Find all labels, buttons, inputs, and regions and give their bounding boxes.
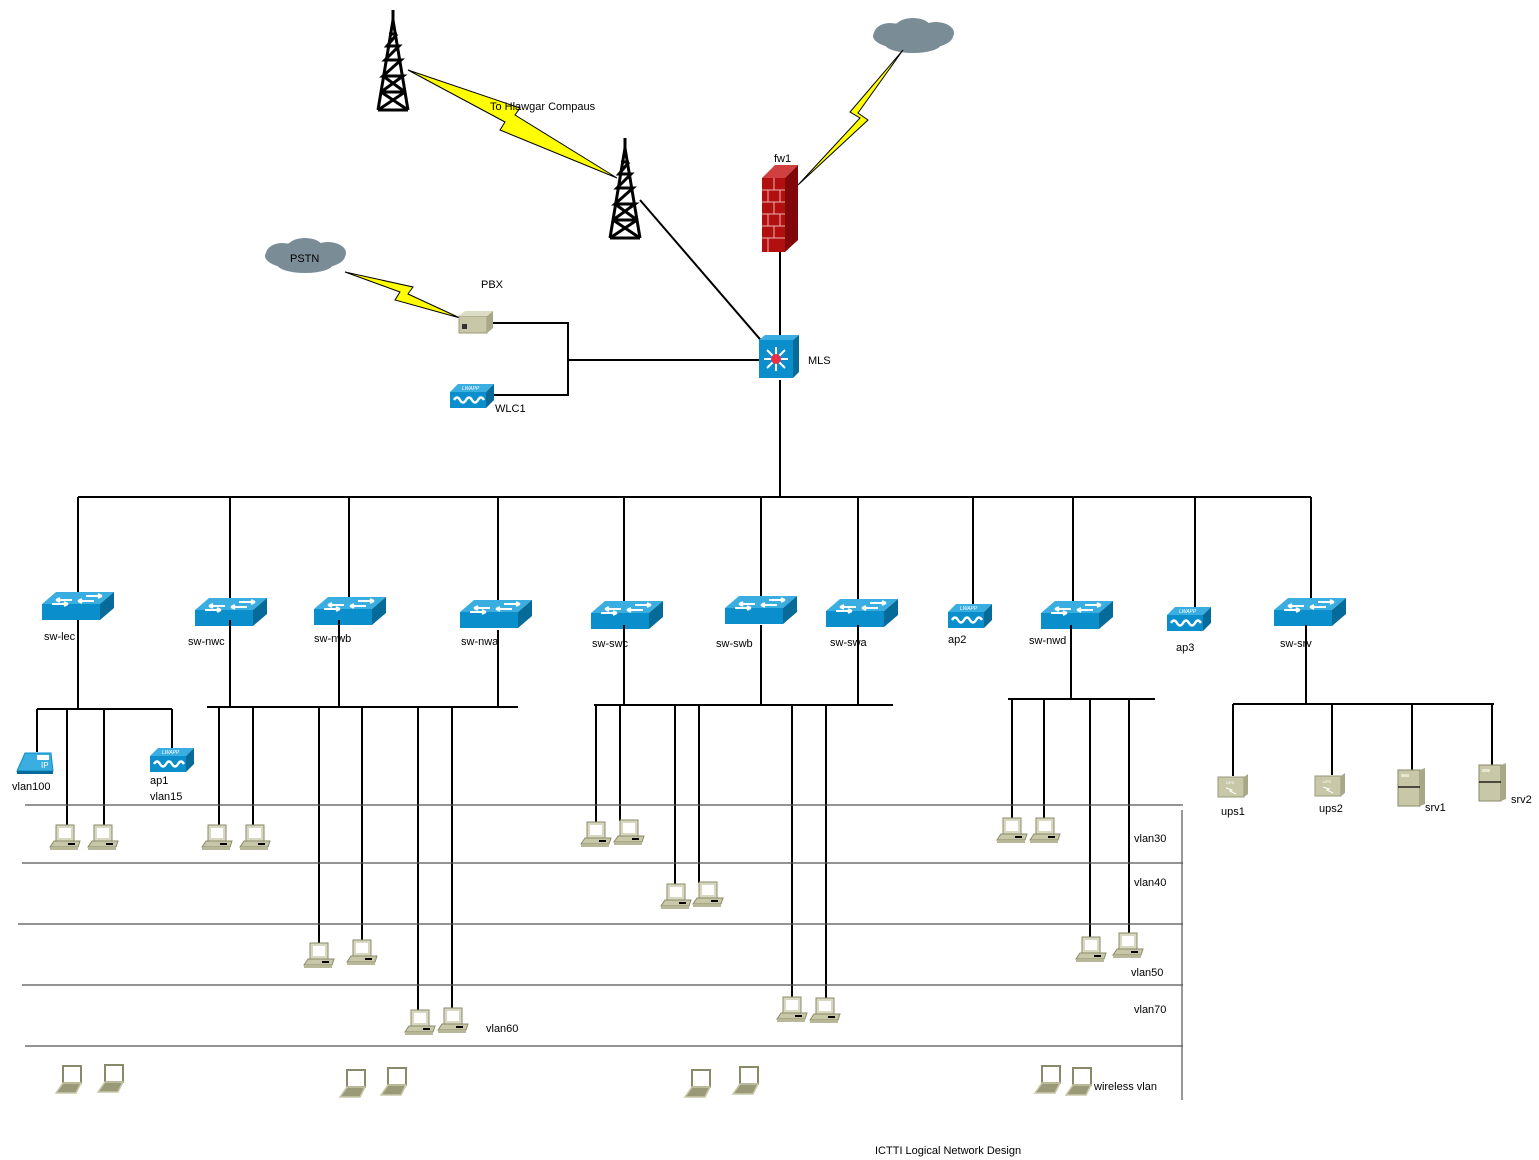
pc-icon[interactable] [613,819,645,846]
switch-icon-sw-lec[interactable] [41,591,115,621]
server-label: ups2 [1319,803,1343,815]
laptop-icon[interactable] [1034,1065,1061,1094]
svg-text:IP: IP [41,761,49,770]
wlc-label: WLC1 [495,403,526,415]
laptop-icon[interactable] [380,1067,407,1096]
laptop-icon[interactable] [55,1065,82,1094]
switch-icon-sw-nwb[interactable] [313,596,387,626]
pc-icon[interactable] [660,883,692,910]
pc-icon[interactable] [1075,936,1107,963]
ap1-icon[interactable] [148,746,196,774]
radio-tower-icon-local [608,136,642,240]
internet-cloud-icon [873,18,954,53]
firewall-fw1[interactable] [762,165,798,252]
device-label: sw-swb [716,638,753,650]
vlan-zones [18,804,1183,1100]
server-icon[interactable] [1397,767,1426,807]
server-label: ups1 [1221,806,1245,818]
switch-icon-sw-swb[interactable] [724,595,798,625]
pc-icon[interactable] [303,942,335,969]
switch-icon-sw-swa[interactable] [825,598,899,628]
access-point-icon-ap3[interactable] [1165,605,1213,633]
wlc-controller-icon[interactable] [448,382,496,410]
laptop-icon[interactable] [339,1069,366,1098]
pc-icon[interactable] [87,824,119,851]
wireless-laptops [55,1064,1092,1098]
diagram-title: ICTTI Logical Network Design [875,1145,1021,1157]
wan-link-label: To Hlawgar Compaus [490,101,596,113]
core-section: fw1 MLS PBX WLC1 [448,153,831,497]
device-label: ap2 [948,634,966,646]
pstn-label: PSTN [290,253,319,265]
internet-link-bolt [797,49,904,186]
vlan-label: vlan50 [1131,967,1163,979]
vlan-label: vlan40 [1134,877,1166,889]
laptop-icon[interactable] [732,1066,759,1095]
pc-icon[interactable] [809,997,841,1024]
pc-icon[interactable] [1029,817,1061,844]
device-label: sw-nwd [1029,635,1066,647]
wan-section: To Hlawgar Compaus PSTN [265,8,954,319]
pc-icon[interactable] [239,824,271,851]
pc-icon[interactable] [201,824,233,851]
access-downlinks [36,620,1494,1010]
device-label: sw-nwc [188,636,225,648]
pc-icon[interactable] [692,881,724,908]
switch-icon-sw-swc[interactable] [590,600,664,630]
laptop-icon[interactable] [684,1069,711,1098]
device-label: sw-swa [830,637,868,649]
device-label: sw-lec [44,631,76,643]
switch-icon-sw-nwa[interactable] [459,599,533,629]
ip-phone-vlan-label: vlan100 [12,781,51,793]
laptop-icon[interactable] [97,1064,124,1093]
pbx-label: PBX [481,279,504,291]
mls-multilayer-switch[interactable] [759,335,799,378]
pstn-link-bolt [344,271,461,319]
radio-tower-icon-remote [376,8,410,112]
laptop-icon[interactable] [1065,1067,1092,1096]
device-label: sw-swc [592,638,629,650]
ups-icon[interactable] [1217,773,1249,798]
pc-icon[interactable] [49,824,81,851]
server-label: srv1 [1425,802,1446,814]
server-icon[interactable] [1478,762,1507,802]
pc-icon[interactable] [437,1007,469,1034]
device-label: sw-srv [1280,638,1312,650]
pc-icon[interactable] [346,939,378,966]
ip-phone-icon[interactable]: IP [16,752,54,774]
pc-icon[interactable] [996,817,1028,844]
desktop-pcs [49,817,1144,1036]
ups-icon[interactable] [1314,772,1346,797]
pc-icon[interactable] [580,821,612,848]
ap1-vlan-label: vlan15 [150,791,182,803]
pc-icon[interactable] [1112,932,1144,959]
vlan-label: wireless vlan [1093,1081,1157,1093]
access-point-icon-ap2[interactable] [946,602,994,630]
ap1-label: ap1 [150,775,168,787]
switch-icon-sw-srv[interactable] [1273,597,1347,627]
firewall-label: fw1 [774,153,791,165]
vlan-label: vlan60 [486,1023,518,1035]
vlan-label: vlan30 [1134,833,1166,845]
device-label: sw-nwb [314,633,351,645]
device-label: ap3 [1176,642,1194,654]
pc-icon[interactable] [404,1009,436,1036]
device-label: sw-nwa [461,636,499,648]
switch-icon-sw-nwd[interactable] [1040,600,1114,630]
pbx-device[interactable] [458,311,493,334]
mls-label: MLS [808,355,831,367]
wireless-link-bolt [407,69,618,179]
pc-icon[interactable] [776,996,808,1023]
vlan-label: vlan70 [1134,1004,1166,1016]
server-label: srv2 [1511,794,1532,806]
